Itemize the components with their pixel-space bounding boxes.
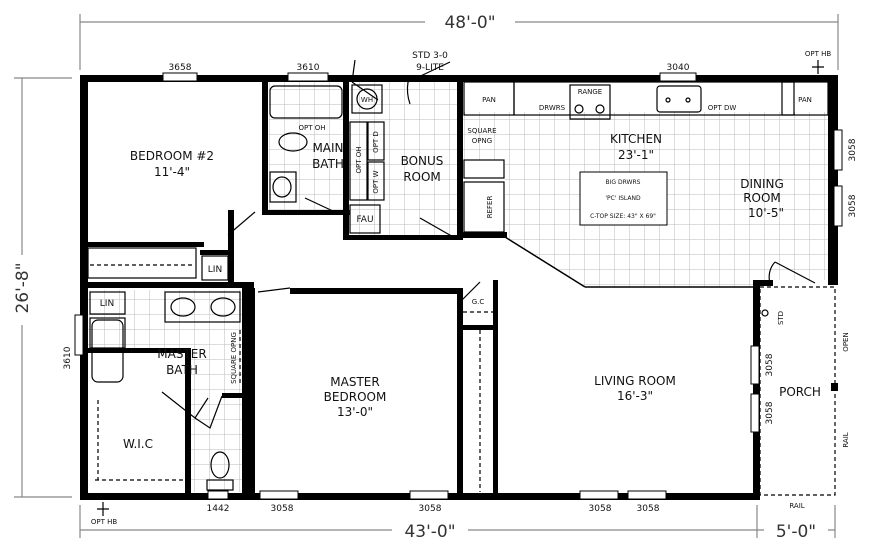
rail-label: RAIL (842, 432, 850, 447)
bathtub-icon (269, 85, 343, 119)
opt-w-label: OPT W (372, 170, 380, 193)
double-sink (164, 291, 241, 323)
sink-icon (269, 171, 297, 203)
linen-label: LIN (100, 299, 114, 309)
bathtub-icon (89, 317, 126, 349)
tile-floors (88, 82, 832, 492)
range-label: RANGE (578, 88, 602, 96)
open-label: OPEN (842, 332, 850, 351)
kitchen-island (579, 171, 668, 226)
bonus-room-label: ROOM (403, 170, 441, 184)
square-opening-label: OPNG (472, 137, 492, 145)
doors (161, 59, 816, 429)
wic-label: W.I.C (123, 437, 153, 451)
bedroom2-closet (87, 247, 197, 279)
house-length-dimension: 43'-0" (404, 522, 455, 542)
linen-closet (89, 291, 126, 315)
master-bath-label: MASTER (157, 347, 206, 361)
island-label: BIG DRWRS (606, 179, 641, 186)
dining-room-label: ROOM (743, 191, 781, 205)
overall-depth-dimension: 26'-8" (13, 262, 33, 313)
window-label: 3610 (63, 346, 73, 369)
square-opening-label: SQUARE OPNG (230, 332, 238, 384)
hose-bib-icon (812, 60, 824, 74)
furnace (349, 204, 381, 234)
toilet-icon (210, 451, 230, 479)
opt-d-label: OPT D (372, 131, 380, 153)
linen-label: LIN (208, 265, 222, 275)
opt-dw-label: OPT DW (708, 104, 737, 112)
opt-oh-label: OPT OH (298, 124, 325, 132)
master-bedroom-label: MASTER (330, 375, 379, 389)
wh-label: WH (361, 96, 373, 104)
kitchen-size: 23'-1" (618, 148, 654, 162)
window-label: 3058 (419, 504, 442, 514)
island-label: C-TOP SIZE: 43" X 69" (590, 213, 656, 220)
pantry-right (781, 81, 829, 116)
water-heater-closet (351, 84, 383, 114)
refrigerator (463, 181, 505, 233)
window-label: 3058 (765, 401, 775, 424)
opt-oh-label: OPT OH (355, 146, 363, 173)
living-room-size: 16'-3" (617, 389, 653, 403)
window-label: 3658 (169, 63, 192, 73)
window-label: 1442 (207, 504, 230, 514)
opt-hb-label: OPT HB (91, 518, 117, 526)
pan-label: PAN (798, 96, 812, 104)
living-room-label: LIVING ROOM (594, 374, 676, 388)
counter (463, 159, 505, 179)
toilet-icon (278, 132, 308, 152)
gc-label: G.C (472, 298, 485, 306)
opt-oh-closet (349, 121, 368, 201)
washer (367, 161, 385, 201)
main-bath-label: MAIN (312, 141, 343, 155)
drawers-label: DRWRS (539, 104, 566, 112)
kitchen-label: KITCHEN (610, 132, 662, 146)
door-label: STD 3-0 (412, 51, 448, 61)
master-bedroom-size: 13'-0" (337, 405, 373, 419)
hose-bib-icon (97, 502, 109, 516)
refer-label: REFER (486, 196, 494, 219)
window-label: 3610 (297, 63, 320, 73)
bedroom2-label: BEDROOM #2 (130, 149, 214, 163)
fau-label: FAU (356, 215, 373, 225)
pan-label: PAN (482, 96, 496, 104)
window-label: 3058 (848, 194, 858, 217)
window-label: 3058 (637, 504, 660, 514)
window-label: 3058 (848, 138, 858, 161)
linen-closet (201, 255, 229, 281)
main-bath-label: BATH (312, 157, 344, 171)
sink-icon (656, 85, 702, 113)
window-label: 3058 (589, 504, 612, 514)
porch-length-dimension: 5'-0" (776, 522, 816, 542)
dining-room-label: DINING (740, 177, 784, 191)
light-icon (761, 309, 769, 317)
window-label: 3040 (667, 63, 690, 73)
porch-label: PORCH (779, 385, 821, 399)
kitchen-counter (513, 81, 795, 116)
island-label: 'PC' ISLAND (605, 195, 641, 202)
master-bedroom-label: BEDROOM (324, 390, 387, 404)
std-label: STD (777, 311, 785, 325)
dining-room-size: 10'-5" (748, 206, 784, 220)
window-label: 3058 (271, 504, 294, 514)
window-label: 3058 (765, 353, 775, 376)
bonus-room-label: BONUS (401, 154, 444, 168)
range-icon (569, 84, 611, 120)
windows (74, 72, 843, 500)
master-bath-label: BATH (166, 363, 198, 377)
rail-label: RAIL (789, 502, 804, 510)
square-opening-label: SQUARE (467, 127, 496, 135)
opt-hb-label: OPT HB (805, 50, 831, 58)
dryer (367, 121, 385, 161)
overall-width-dimension: 48'-0" (444, 13, 495, 33)
water-heater-icon (356, 88, 378, 110)
bedroom2-size: 11'-4" (154, 165, 190, 179)
door-label: 9-LITE (416, 63, 444, 73)
